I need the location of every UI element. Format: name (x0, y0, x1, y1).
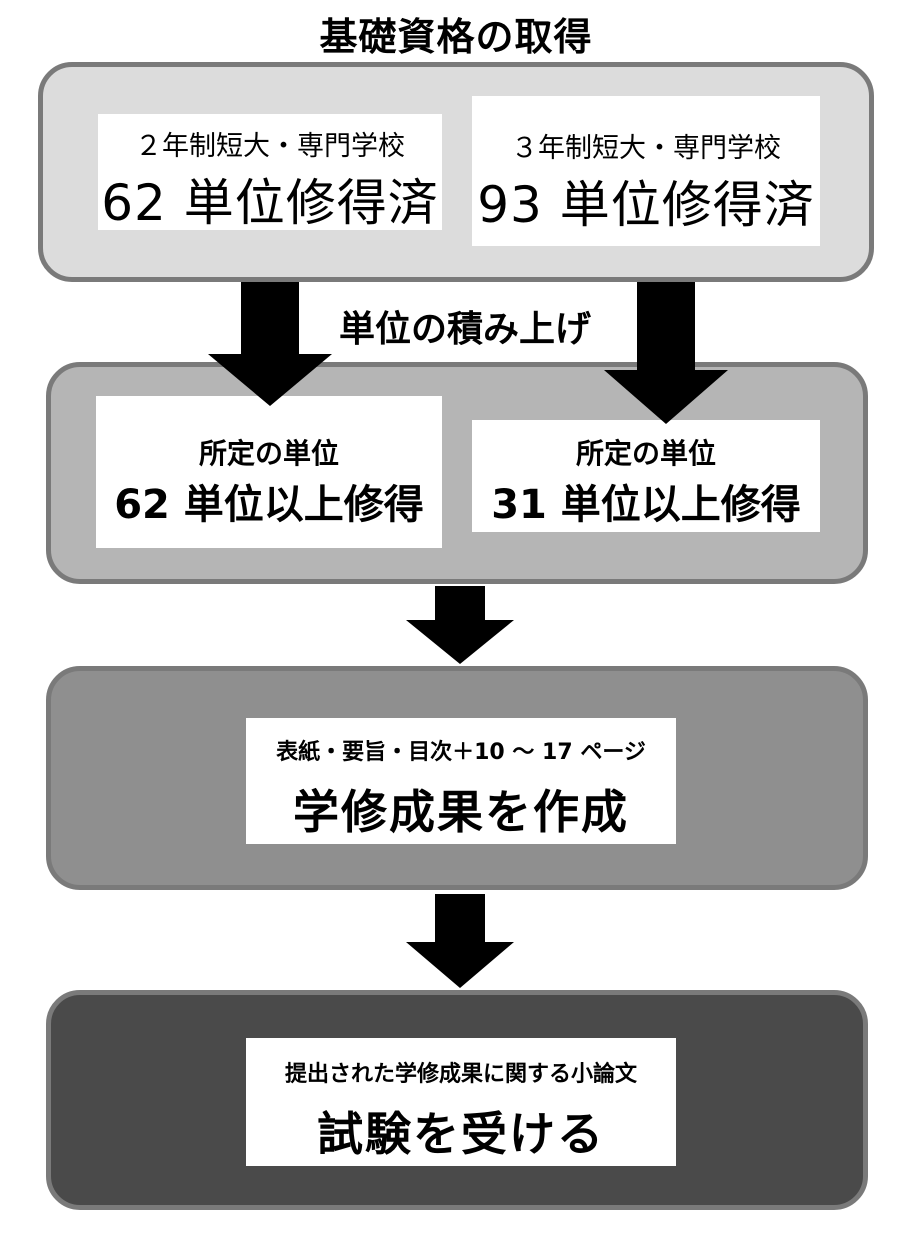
report-page-requirements: 表紙・要旨・目次＋10 〜 17 ページ (276, 740, 646, 765)
box-3year-credits-value: 93 単位修得済 (477, 176, 815, 234)
box-62-value: 62 単位以上修得 (114, 482, 424, 528)
box-62-credits: 所定の単位 62 単位以上修得 (96, 396, 442, 548)
box-2year-credits-value: 62 単位修得済 (101, 174, 439, 232)
box-take-exam: 提出された学修成果に関する小論文 試験を受ける (246, 1038, 676, 1166)
box-2year-credits: ２年制短大・専門学校 62 単位修得済 (98, 114, 442, 232)
exam-task-title: 試験を受ける (317, 1107, 605, 1161)
arrow-down-left-icon (208, 282, 332, 406)
box-31-label: 所定の単位 (575, 437, 716, 470)
accumulation-label: 単位の積み上げ (338, 309, 591, 350)
box-3year-school-label: ３年制短大・専門学校 (511, 133, 781, 164)
box-3year-credits: ３年制短大・専門学校 93 単位修得済 (472, 96, 820, 246)
diagram-title: 基礎資格の取得 (319, 15, 593, 59)
arrow-down-icon (406, 894, 514, 988)
report-task-title: 学修成果を作成 (293, 785, 629, 839)
arrow-down-icon (406, 586, 514, 664)
box-62-label: 所定の単位 (198, 437, 339, 470)
arrow-down-right-icon (604, 282, 728, 424)
exam-essay-description: 提出された学修成果に関する小論文 (284, 1062, 637, 1087)
box-2year-school-label: ２年制短大・専門学校 (135, 131, 405, 162)
box-31-credits: 所定の単位 31 単位以上修得 (472, 420, 820, 532)
box-31-value: 31 単位以上修得 (491, 482, 801, 528)
box-create-report: 表紙・要旨・目次＋10 〜 17 ページ 学修成果を作成 (246, 718, 676, 844)
